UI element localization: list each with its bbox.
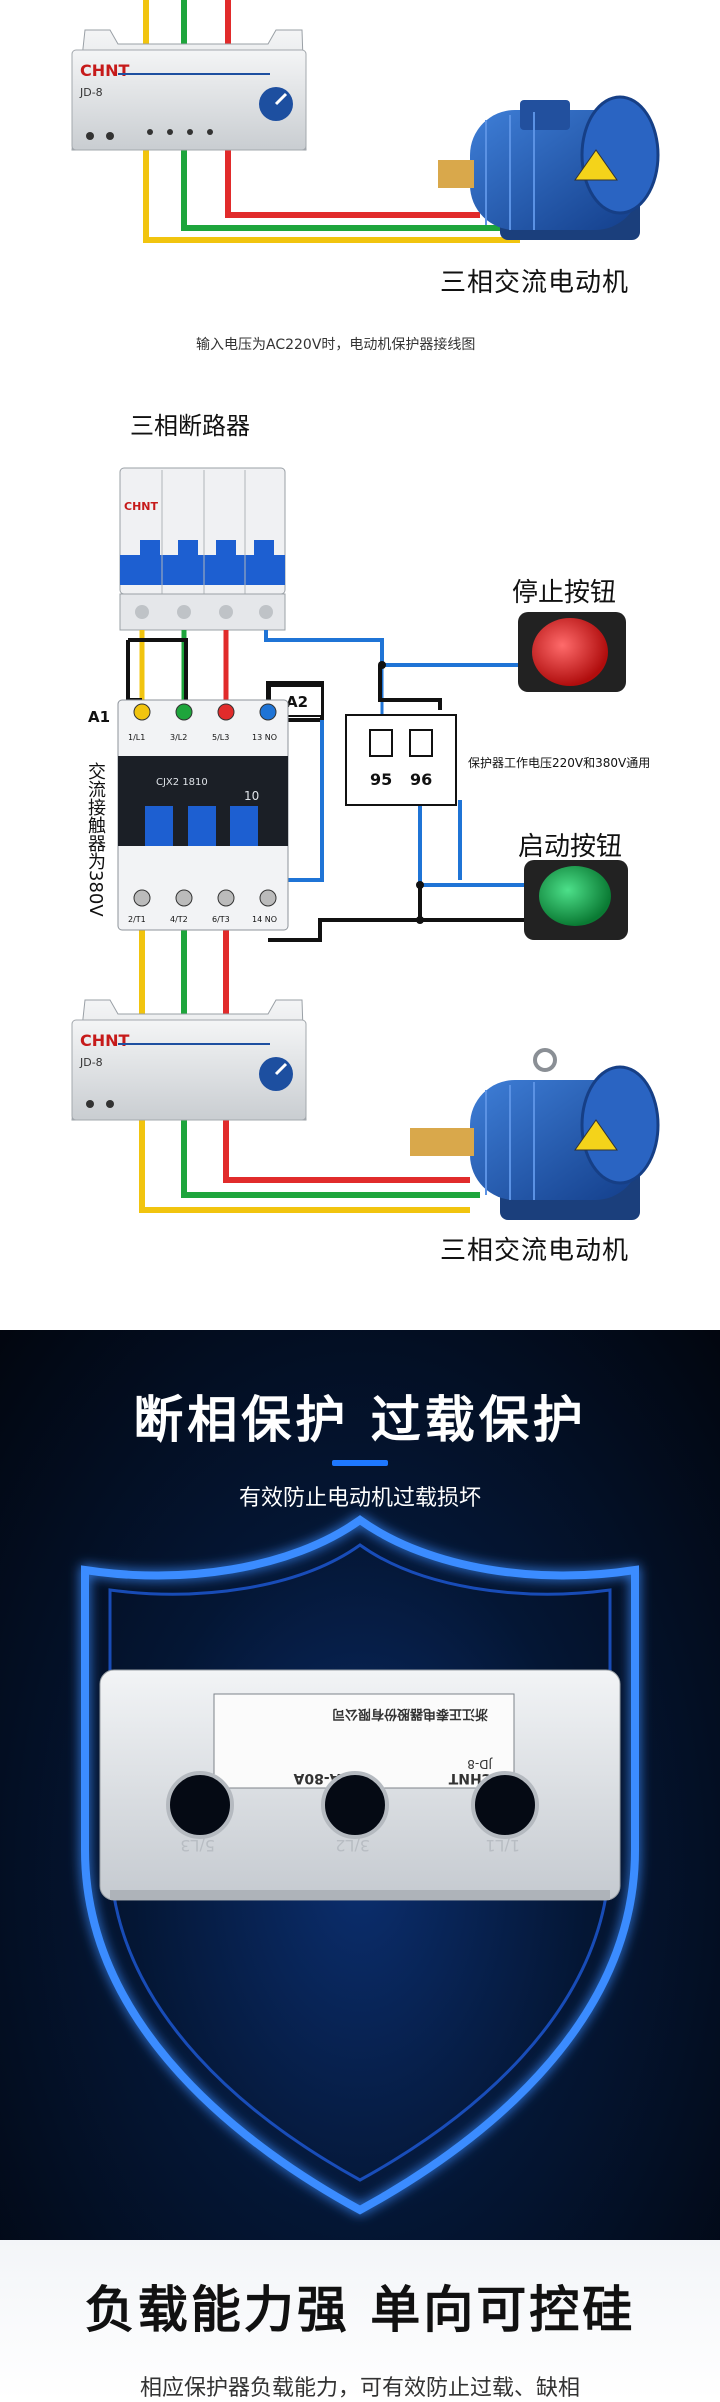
- diagram2-wires: [126, 630, 528, 1213]
- diagram2-protector: CHNT JD-8: [71, 999, 307, 1121]
- contactor-term-bottom-3: 6/T3: [212, 915, 230, 924]
- device-model: JD-8: [467, 1757, 493, 1771]
- load-capacity-subtitle: 相应保护器负载能力，可有效防止过载、缺相: [139, 2376, 580, 2401]
- contactor-term-top-3: 5/L3: [212, 733, 229, 742]
- diagram2-device-model: JD-8: [79, 1056, 103, 1069]
- wiring-diagrams-svg: CHNT JD-8 CHNT: [71, 0, 660, 1220]
- terminal-95: 95: [370, 770, 392, 789]
- diagram1-model: JD-8: [79, 86, 103, 99]
- start-button-label: 启动按钮: [518, 832, 623, 862]
- terminal-96: 96: [410, 770, 432, 789]
- phase-label-l2: 3/L2: [335, 1836, 370, 1855]
- contactor-side-label: 交流接触器为380V: [85, 762, 106, 917]
- contactor-term-bottom-4: 14 NO: [252, 915, 277, 924]
- diagram2-breaker: CHNT: [119, 467, 286, 631]
- contactor-term-bottom-2: 4/T2: [170, 915, 188, 924]
- contactor-model: CJX2 1810: [156, 777, 208, 788]
- diagram2-motor-label: 三相交流电动机: [440, 1236, 630, 1266]
- contactor-num: 10: [244, 789, 259, 803]
- hole-l3: [166, 1771, 234, 1839]
- contactor-term-top-4: 13 NO: [252, 733, 277, 742]
- contactor-term-top-2: 3/L2: [170, 733, 187, 742]
- jd8-device: 浙江正泰电器股份有限公司 20A-80A CHNT JD-8 5/L3 3/L2…: [99, 1669, 621, 1901]
- start-button-graphic: [524, 860, 628, 940]
- hole-l1: [471, 1771, 539, 1839]
- phase-protection-section: 断相保护 过载保护 有效防止电动机过载损坏 浙江正泰电器股份有限公司 20A-8…: [0, 1330, 720, 2240]
- diagram2-device-brand: CHNT: [80, 1031, 130, 1050]
- breaker-title: 三相断路器: [130, 412, 250, 440]
- contactor-term-top-1: 1/L1: [128, 733, 145, 742]
- wiring-diagram-section: CHNT JD-8 CHNT: [71, 0, 660, 1266]
- title-underline: [332, 1460, 388, 1466]
- terminal-box-95-96: 95 96: [345, 714, 457, 806]
- a2-label: A2: [286, 693, 308, 711]
- stop-button-graphic: [518, 612, 626, 692]
- phase-label-l1: 1/L1: [485, 1836, 520, 1855]
- diagram1-caption: 输入电压为AC220V时，电动机保护器接线图: [196, 337, 476, 353]
- phase-protection-title: 断相保护 过载保护: [133, 1391, 587, 1449]
- diagram1-motor-label: 三相交流电动机: [440, 268, 630, 298]
- contactor-term-bottom-1: 2/T1: [128, 915, 146, 924]
- a1-label: A1: [88, 708, 110, 726]
- shield-outline: [81, 1515, 639, 2215]
- diagram1-brand: CHNT: [80, 61, 130, 80]
- stop-button-label: 停止按钮: [512, 578, 617, 608]
- diagram1-motor: [438, 95, 660, 240]
- load-capacity-section: 负载能力强 单向可控硅 相应保护器负载能力，可有效防止过载、缺相: [0, 2240, 720, 2401]
- device-company: 浙江正泰电器股份有限公司: [332, 1706, 488, 1722]
- shield-illustration: 浙江正泰电器股份有限公司 20A-80A CHNT JD-8 5/L3 3/L2…: [81, 1515, 639, 2215]
- phase-protection-subtitle: 有效防止电动机过载损坏: [238, 1486, 481, 1511]
- phase-label-l3: 5/L3: [180, 1836, 215, 1855]
- diagram2-motor: [410, 1048, 660, 1220]
- load-capacity-title: 负载能力强 单向可控硅: [84, 2281, 636, 2339]
- diagram1-protector: CHNT JD-8: [71, 29, 307, 151]
- hole-l2: [321, 1771, 389, 1839]
- shield-inner-outline: [108, 1543, 612, 2182]
- breaker-brand: CHNT: [124, 500, 158, 513]
- diagram2-contactor: CJX2 1810 10 1/L1 3/L2 5/L3 13 NO 2/T1 4…: [117, 699, 289, 931]
- protector-voltage-note: 保护器工作电压220V和380V通用: [468, 756, 651, 770]
